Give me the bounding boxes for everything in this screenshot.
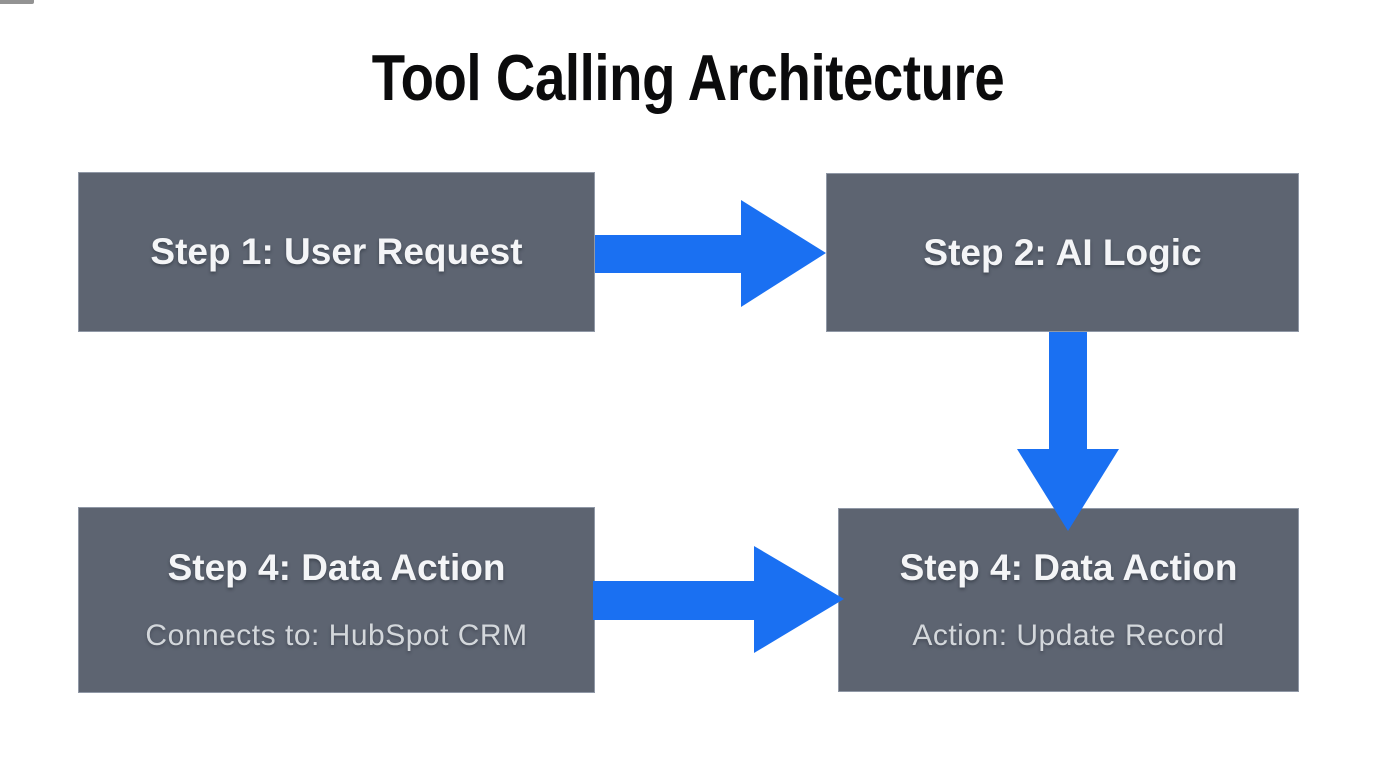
node-step4-data-action-hubspot: Step 4: Data Action Connects to: HubSpot… [78,507,595,693]
arrow-step1-to-step2-shaft [595,235,742,273]
arrow-step4-to-step4-shaft [593,581,755,620]
arrow-step4-to-step4-head [754,546,844,653]
edge-artifact [0,0,34,4]
node-title: Step 1: User Request [150,231,523,272]
arrow-step2-to-step4-head [1017,449,1119,531]
node-title: Step 2: AI Logic [923,231,1202,273]
arrow-step2-to-step4-shaft [1049,332,1087,450]
node-subtitle: Action: Update Record [912,619,1225,652]
node-step2-ai-logic: Step 2: AI Logic [826,173,1299,332]
node-title: Step 4: Data Action [167,547,506,588]
node-title: Step 4: Data Action [899,547,1238,588]
node-step1-user-request: Step 1: User Request [78,172,595,332]
diagram-title: Tool Calling Architecture [371,41,1005,114]
node-step4-data-action-update: Step 4: Data Action Action: Update Recor… [838,508,1299,692]
node-subtitle: Connects to: HubSpot CRM [145,619,528,652]
arrow-step1-to-step2-head [741,200,826,307]
